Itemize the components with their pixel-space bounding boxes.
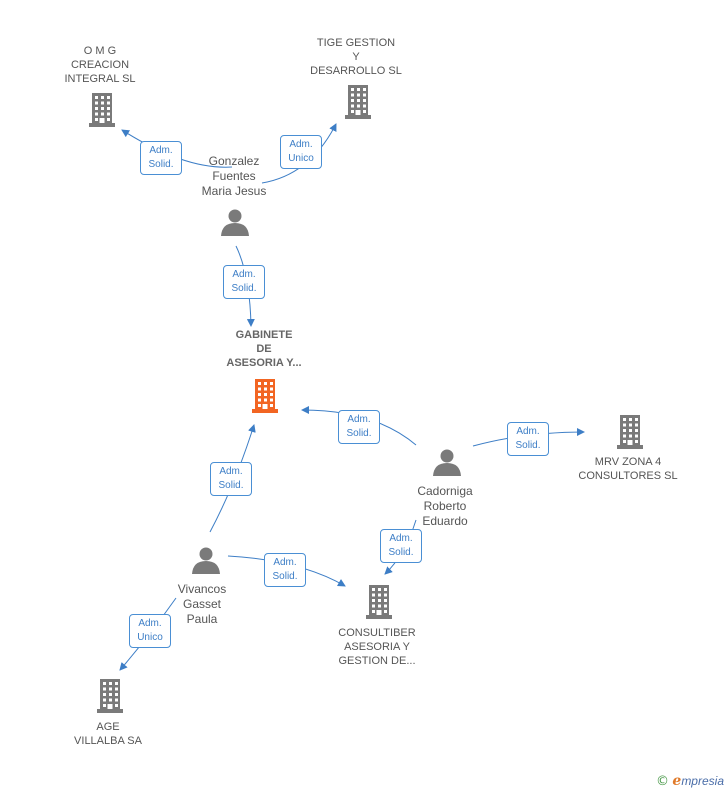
role-badge-cadorniga-consultiber[interactable]: Adm. Solid.: [380, 529, 422, 563]
vivancos-person-icon[interactable]: [192, 547, 220, 575]
role-badge-vivancos-consultiber[interactable]: Adm. Solid.: [264, 553, 306, 587]
gonzalez-person-icon[interactable]: [221, 209, 249, 237]
role-badge-cadorniga-gabinete[interactable]: Adm. Solid.: [338, 410, 380, 444]
role-badge-vivancos-age[interactable]: Adm. Unico: [129, 614, 171, 648]
consultiber-building-icon[interactable]: [366, 585, 392, 619]
role-badge-vivancos-gabinete[interactable]: Adm. Solid.: [210, 462, 252, 496]
consultiber-label[interactable]: CONSULTIBER ASESORIA Y GESTION DE...: [338, 627, 416, 667]
brand-name: mpresia: [681, 774, 724, 788]
copyright-icon: ©: [656, 774, 670, 789]
gabinete-building-icon[interactable]: [252, 379, 278, 413]
role-badge-gonzalez-omg[interactable]: Adm. Solid.: [140, 141, 182, 175]
omg-building-icon[interactable]: [89, 93, 115, 127]
mrv-label[interactable]: MRV ZONA 4 CONSULTORES SL: [578, 456, 678, 482]
role-badge-gonzalez-tige[interactable]: Adm. Unico: [280, 135, 322, 169]
cadorniga-person-icon[interactable]: [433, 449, 461, 477]
mrv-building-icon[interactable]: [617, 415, 643, 449]
gonzalez-label[interactable]: Gonzalez Fuentes Maria Jesus: [201, 154, 267, 198]
tige-label[interactable]: TIGE GESTION Y DESARROLLO SL: [310, 37, 402, 77]
tige-building-icon[interactable]: [345, 85, 371, 119]
vivancos-label[interactable]: Vivancos Gasset Paula: [177, 582, 227, 626]
role-badge-cadorniga-mrv[interactable]: Adm. Solid.: [507, 422, 549, 456]
role-badge-gonzalez-gabinete[interactable]: Adm. Solid.: [223, 265, 265, 299]
cadorniga-label[interactable]: Cadorniga Roberto Eduardo: [417, 484, 473, 528]
brand-initial: e: [672, 773, 682, 789]
age-building-icon[interactable]: [97, 679, 123, 713]
empresia-logo[interactable]: © empresia: [656, 773, 724, 789]
age-label[interactable]: AGE VILLALBA SA: [74, 721, 142, 747]
omg-label[interactable]: O M G CREACION INTEGRAL SL: [64, 45, 136, 85]
gabinete-label[interactable]: GABINETE DE ASESORIA Y...: [226, 329, 302, 369]
